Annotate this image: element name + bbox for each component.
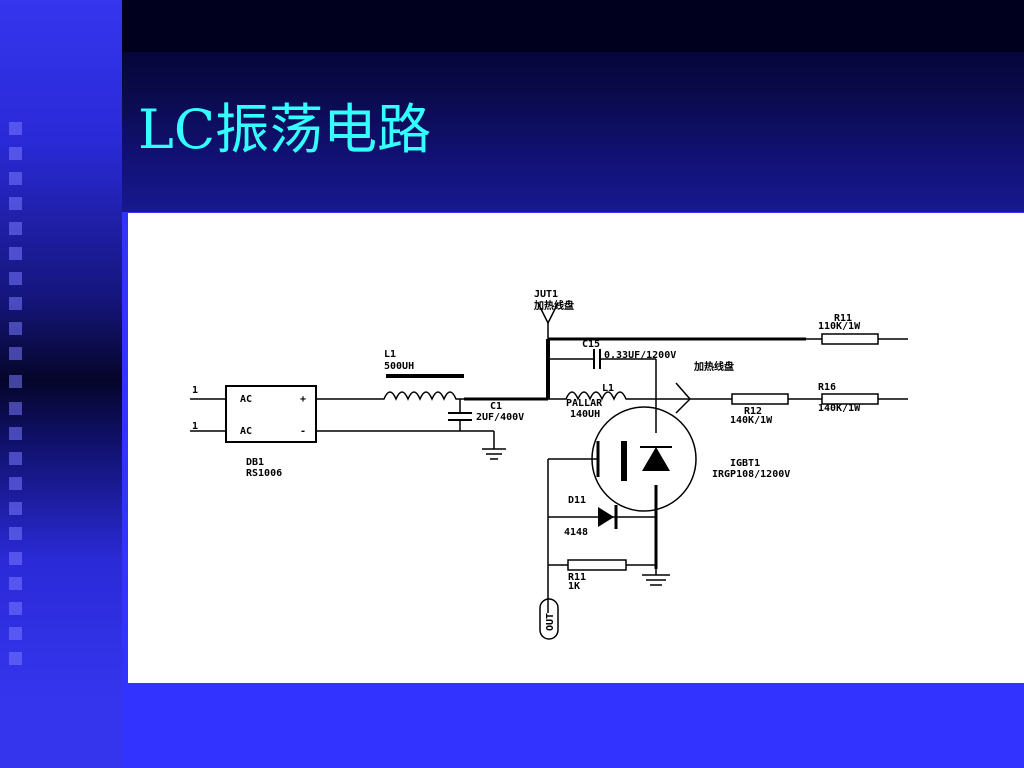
decor-square bbox=[9, 602, 22, 615]
r16-value-label: 140K/1W bbox=[818, 403, 861, 414]
decor-square bbox=[9, 247, 22, 260]
r12-value-label: 140K/1W bbox=[730, 415, 773, 426]
bridge-plus-label: + bbox=[300, 394, 306, 405]
lc-oscillator-schematic: 1 1 AC AC + - DB1 RS1006 L1 500UH C1 2UF… bbox=[190, 289, 908, 640]
decor-square bbox=[9, 502, 22, 515]
decor-square bbox=[9, 552, 22, 565]
l1-ref-label: L1 bbox=[384, 349, 396, 360]
decor-square bbox=[9, 297, 22, 310]
decor-square bbox=[9, 402, 22, 415]
igbt-part-label: IRGP108/1200V bbox=[712, 469, 790, 480]
left-decorative-band bbox=[0, 0, 122, 768]
decor-square bbox=[9, 272, 22, 285]
decor-square bbox=[9, 322, 22, 335]
decor-square bbox=[9, 527, 22, 540]
jut1-desc-label: 加热线盘 bbox=[533, 299, 574, 312]
decor-square bbox=[9, 477, 22, 490]
bridge-ac1-label: AC bbox=[240, 394, 252, 405]
r16-ref-label: R16 bbox=[818, 382, 836, 393]
l2-value-label: 140UH bbox=[570, 409, 600, 420]
decor-square bbox=[9, 172, 22, 185]
decor-square bbox=[9, 577, 22, 590]
circuit-figure-panel: 1 1 AC AC + - DB1 RS1006 L1 500UH C1 2UF… bbox=[128, 213, 1024, 683]
bottom-band bbox=[122, 683, 1024, 768]
title-band bbox=[122, 0, 1024, 212]
r12-ref-label: R12 bbox=[744, 406, 762, 417]
coil-desc-label: 加热线盘 bbox=[693, 360, 734, 373]
decor-square bbox=[9, 375, 22, 388]
decor-square bbox=[9, 627, 22, 640]
decor-square bbox=[9, 197, 22, 210]
decor-square bbox=[9, 122, 22, 135]
input-terminal-2: 1 bbox=[192, 421, 198, 432]
l1-value-label: 500UH bbox=[384, 361, 414, 372]
d11-ref-label: D11 bbox=[568, 495, 586, 506]
decor-square bbox=[9, 347, 22, 360]
c15-ref-label: C15 bbox=[582, 339, 600, 350]
input-terminal-1: 1 bbox=[192, 385, 198, 396]
d11-value-label: 4148 bbox=[564, 527, 588, 538]
bridge-part-label: RS1006 bbox=[246, 468, 282, 479]
decor-square bbox=[9, 452, 22, 465]
l2-ref-label: L1 bbox=[602, 383, 614, 394]
decor-square bbox=[9, 427, 22, 440]
bridge-minus-label: - bbox=[300, 426, 306, 437]
l2-sub-label: PALLAR bbox=[566, 398, 603, 409]
decor-square bbox=[9, 147, 22, 160]
r11-ref-label: R11 bbox=[834, 313, 852, 324]
out-connector-label: OUT bbox=[545, 613, 556, 631]
c15-value-label: 0.33UF/1200V bbox=[604, 350, 676, 361]
decor-square bbox=[9, 222, 22, 235]
jut1-ref-label: JUT1 bbox=[534, 289, 558, 300]
decor-square bbox=[9, 652, 22, 665]
r11-value-label: 110K/1W bbox=[818, 321, 861, 332]
c1-ref-label: C1 bbox=[490, 401, 502, 412]
slide-title: LC振荡电路 bbox=[138, 98, 432, 161]
bridge-ref-label: DB1 bbox=[246, 457, 264, 468]
r10-value-label: 1K bbox=[568, 581, 580, 592]
c1-value-label: 2UF/400V bbox=[476, 412, 524, 423]
bridge-ac2-label: AC bbox=[240, 426, 252, 437]
igbt-ref-label: IGBT1 bbox=[730, 458, 760, 469]
r10-ref-label: R11 bbox=[568, 572, 586, 583]
